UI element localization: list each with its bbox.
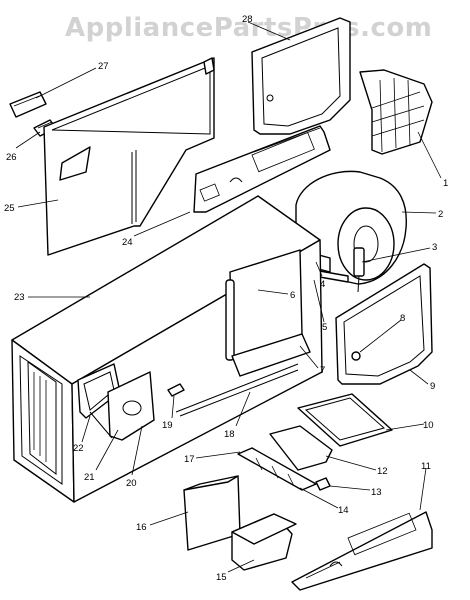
part-11-bottom-cover[interactable] (291, 511, 433, 591)
callout-3: 3 (432, 242, 437, 253)
part-21-control-panel[interactable] (107, 371, 155, 441)
callout-14: 14 (338, 505, 349, 516)
part-13-clip[interactable] (315, 477, 331, 491)
part-12-baffle[interactable] (269, 425, 333, 471)
part-10-drain-tray[interactable] (297, 393, 393, 447)
callout-6: 6 (290, 290, 295, 301)
callout-10: 10 (423, 420, 434, 431)
callout-5: 5 (322, 322, 327, 333)
callout-11: 11 (421, 461, 431, 472)
callout-4: 4 (320, 279, 325, 290)
callout-28: 28 (242, 14, 253, 25)
leader-lines (15, 21, 442, 573)
callout-8: 8 (400, 313, 405, 324)
part-16-box-cover[interactable] (183, 475, 241, 551)
callout-18: 18 (224, 429, 235, 440)
callout-20: 20 (126, 478, 137, 489)
callout-24: 24 (122, 237, 133, 248)
callout-9: 9 (430, 381, 435, 392)
part-3-motor[interactable] (353, 247, 365, 293)
callout-21: 21 (84, 472, 95, 483)
part-1-grille[interactable] (359, 69, 433, 155)
part-25-back-panel[interactable] (43, 57, 215, 256)
part-24-top-cover[interactable] (193, 125, 331, 213)
callout-26: 26 (6, 152, 17, 163)
part-18-rail[interactable] (175, 363, 299, 417)
callout-2: 2 (438, 209, 443, 220)
part-7-base-tray[interactable] (231, 333, 311, 377)
part-15-base-cover[interactable] (231, 513, 297, 571)
watermark: AppliancePartsPros.com (65, 13, 432, 43)
callout-13: 13 (371, 487, 382, 498)
part-17-bracket-bar[interactable] (237, 447, 317, 491)
callout-15: 15 (216, 572, 227, 583)
callout-19: 19 (162, 420, 173, 431)
callout-17: 17 (184, 454, 195, 465)
callout-27: 27 (98, 61, 109, 72)
callout-16: 16 (136, 522, 147, 533)
callout-7: 7 (320, 365, 325, 376)
callout-1: 1 (443, 178, 448, 189)
part-20-panel-trim[interactable] (89, 411, 113, 439)
callout-labels: 1 2 3 4 5 6 7 8 9 10 11 12 13 14 15 16 1… (4, 14, 448, 583)
callout-22: 22 (73, 443, 84, 454)
callout-25: 25 (4, 203, 15, 214)
part-27-filter-pad[interactable] (9, 91, 47, 118)
callout-23: 23 (14, 292, 25, 303)
part-19-clip[interactable] (167, 383, 185, 397)
part-8-door-knob[interactable] (351, 351, 361, 361)
part-28-top-door[interactable] (251, 17, 351, 135)
callout-12: 12 (377, 466, 388, 477)
